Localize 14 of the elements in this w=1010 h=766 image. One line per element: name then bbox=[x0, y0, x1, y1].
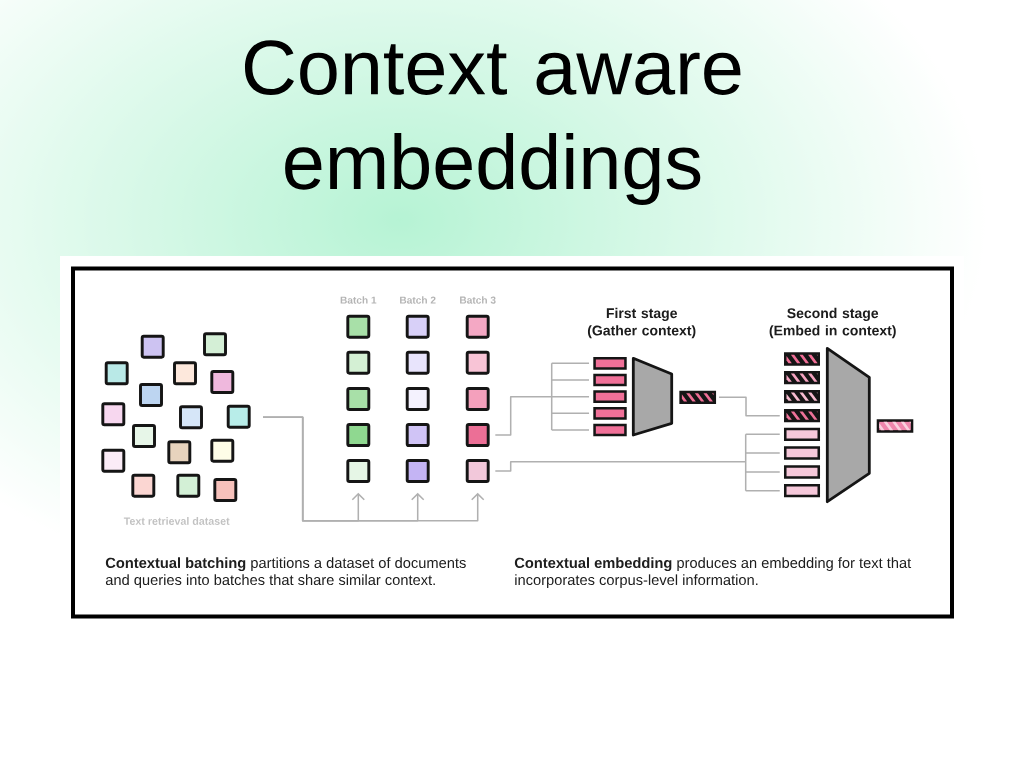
stage-heading: First stage (Gather context) bbox=[587, 307, 696, 339]
connector-line bbox=[494, 362, 590, 436]
connector-line bbox=[718, 396, 781, 417]
title: Context aware embeddings bbox=[245, 40, 741, 205]
connector-line bbox=[494, 433, 781, 492]
hatched-bar bbox=[876, 419, 914, 433]
description-text: Contextual embedding produces an embedding for text that incorporates corpus-level information. bbox=[514, 557, 912, 588]
stage-heading: Second stage (Embed in context) bbox=[769, 307, 896, 339]
dataset-caption: Text retrieval dataset bbox=[123, 517, 230, 525]
column-label: Batch 1 bbox=[340, 296, 377, 304]
arrow bbox=[262, 416, 485, 522]
column-label: Batch 3 bbox=[460, 296, 496, 304]
description-text: Contextual batching partitions a dataset of documents and queries into batches that share similar context. bbox=[105, 557, 466, 588]
column-label: Batch 2 bbox=[400, 296, 436, 304]
